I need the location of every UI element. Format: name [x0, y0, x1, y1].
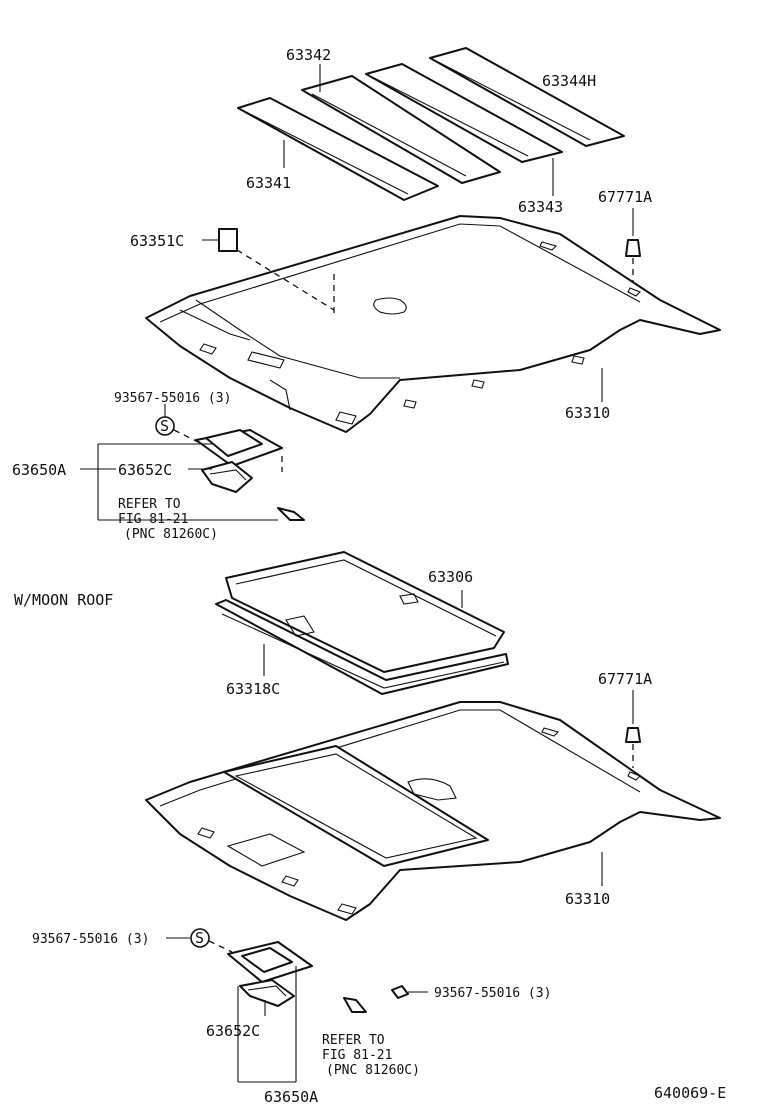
label-63310-bottom: 63310 [565, 890, 610, 908]
refer-to-bottom-line2: FIG 81-21 [322, 1048, 392, 1063]
silencer-pad-63341 [237, 97, 439, 201]
label-63652c-top: 63652C [118, 461, 172, 479]
silencer-pad-63344h [429, 47, 625, 147]
dome-lamp-63650a-bottom [166, 928, 313, 1083]
roof-headlining-63310-bottom [145, 701, 721, 921]
refer-to-bottom-line3: (PNC 81260C) [326, 1063, 420, 1078]
screw-93567-bottom-right [391, 985, 428, 999]
refer-to-top-line2: FIG 81-21 [118, 512, 188, 527]
label-63310-top: 63310 [565, 404, 610, 422]
label-63351c [202, 228, 335, 314]
lamp-bulb-top [277, 507, 305, 521]
label-63306: 63306 [428, 568, 473, 586]
figure-code: 640069-E [654, 1084, 726, 1102]
sunshade-63306 [225, 551, 505, 673]
dome-lamp-63650a-top [155, 404, 283, 493]
refer-to-top-line1: REFER TO [118, 497, 181, 512]
bracket-63650a-top [80, 443, 278, 521]
label-63341: 63341 [246, 174, 291, 192]
silencer-pad-63343 [365, 63, 563, 163]
label-63318c: 63318C [226, 680, 280, 698]
screw-symbol-top: S [160, 417, 169, 435]
clip-67771a-bottom [625, 690, 641, 768]
label-67771a-top: 67771A [598, 188, 652, 206]
roof-headlining-63310-top [145, 215, 721, 433]
label-screw-bottom-right: 93567-55016 (3) [434, 986, 551, 1001]
label-63650a-bottom: 63650A [264, 1088, 318, 1106]
weatherstrip-63318c [215, 599, 509, 695]
label-63650a-top: 63650A [12, 461, 66, 479]
label-63351c: 63351C [130, 232, 184, 250]
label-screw-bottom-left: 93567-55016 (3) [32, 932, 149, 947]
label-63652c-bottom: 63652C [206, 1022, 260, 1040]
label-63343: 63343 [518, 198, 563, 216]
silencer-pad-63342 [301, 75, 501, 184]
screw-symbol-bottom: S [195, 929, 204, 947]
variant-heading: W/MOON ROOF [14, 591, 113, 609]
label-screw-top: 93567-55016 (3) [114, 391, 231, 406]
refer-to-top-line3: (PNC 81260C) [124, 527, 218, 542]
lamp-bulb-bottom [343, 997, 367, 1013]
refer-to-bottom-line1: REFER TO [322, 1033, 385, 1048]
label-67771a-bottom: 67771A [598, 670, 652, 688]
label-63342: 63342 [286, 46, 331, 64]
clip-67771a-top [625, 208, 641, 282]
label-63344h: 63344H [542, 72, 596, 90]
